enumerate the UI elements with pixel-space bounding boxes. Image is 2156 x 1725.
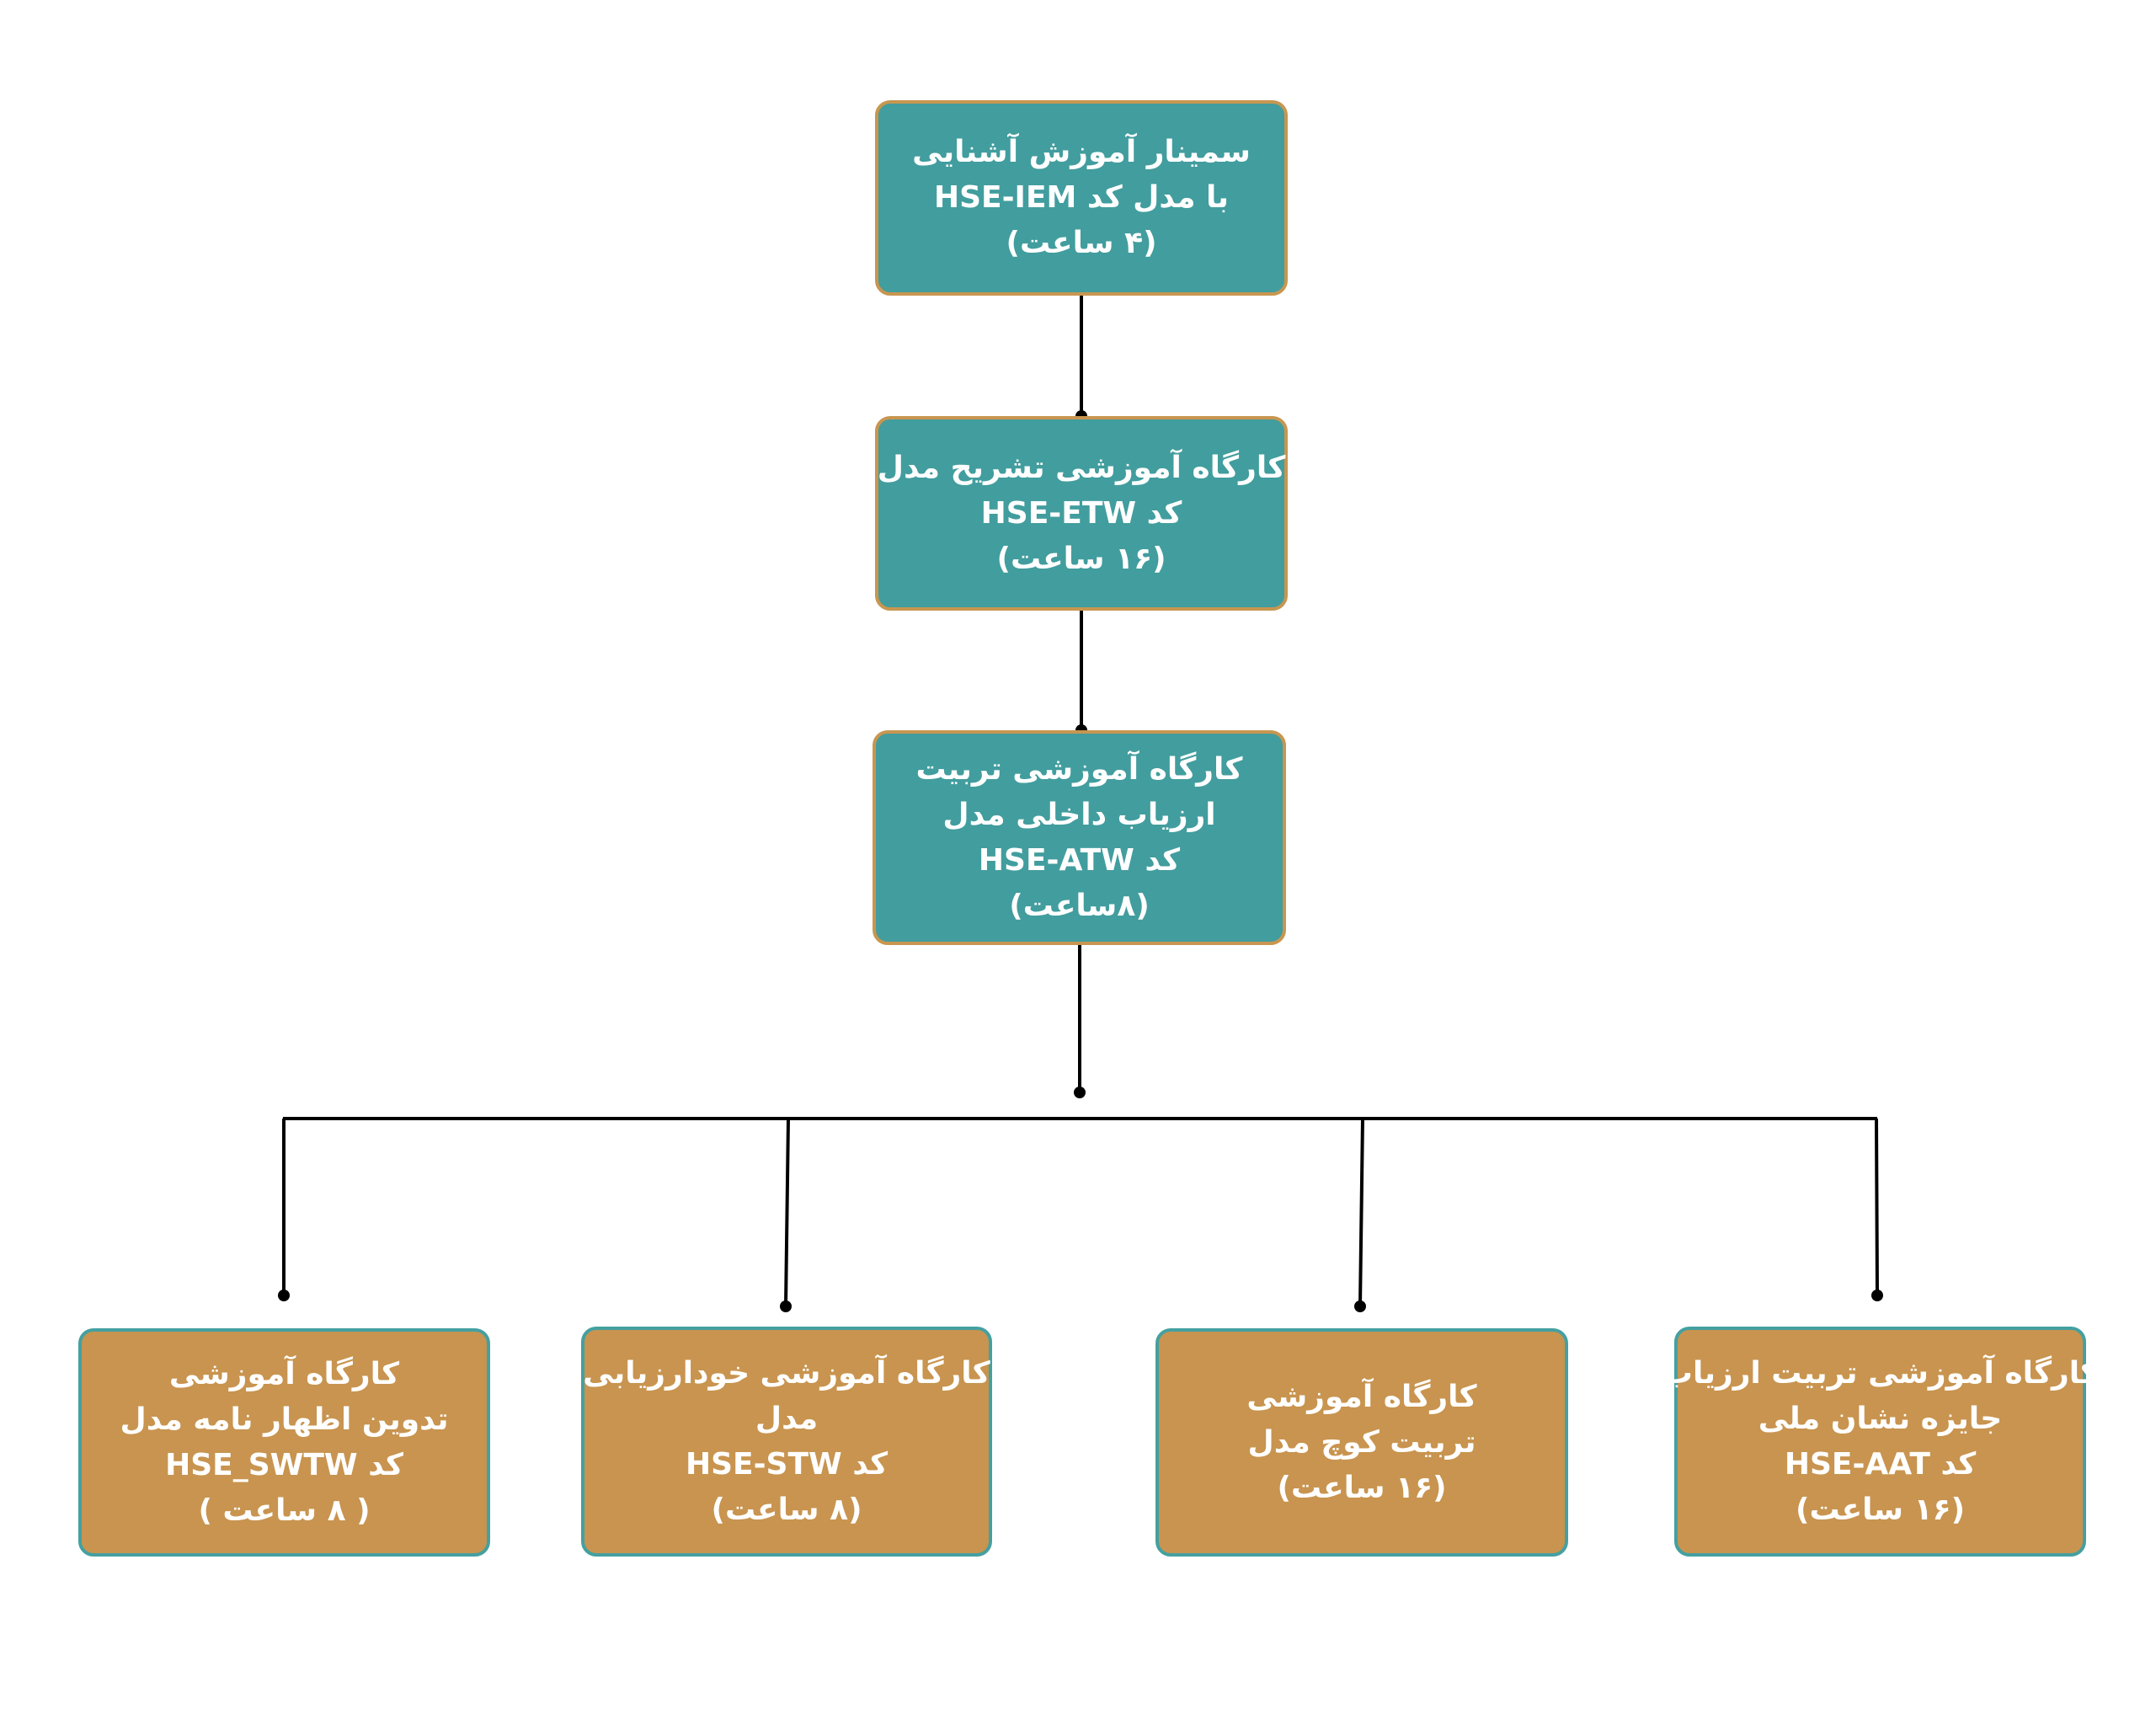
node-workshop-hse-atw: کارگاه آموزشی تربیت ارزیاب داخلی مدل کد … [873,730,1286,945]
node-text: کد HSE-STW [685,1446,889,1482]
node-text: کارگاه آموزشی [168,1356,400,1391]
node-text: تدوین اظهار نامه مدل [120,1402,449,1437]
node-text: کد HSE-AAT [1784,1446,1977,1482]
connector-dot [780,1300,792,1312]
node-text: کارگاه آموزشی تربیت ارزیاب [1662,1355,2099,1391]
node-text: سمینار آموزش آشنایی [912,135,1251,169]
node-text: کارگاه آموزشی تشریح مدل [877,450,1286,485]
node-text: کد HSE_SWTW [165,1447,403,1482]
connector-dot [1354,1300,1366,1312]
node-text: کارگاه آموزشی خودارزیابی [583,1355,990,1391]
connector-dot [278,1290,290,1301]
node-text: (۱۶ ساعت) [1277,1470,1447,1505]
node-text: (۸ ساعت) [711,1492,862,1527]
connector-bus-stw [784,1118,790,1307]
node-text: جایزه نشان ملی [1758,1401,2003,1436]
connector-bus-coach [1358,1118,1364,1307]
node-text: (۱۶ ساعت) [1796,1492,1966,1527]
connector-dot [1871,1290,1883,1301]
node-seminar-hse-iem: سمینار آموزش آشنایی با مدل کد HSE-IEM (۴… [875,100,1288,296]
node-text: (۴ ساعت) [1006,226,1157,260]
node-workshop-coach: کارگاه آموزشی تربیت کوچ مدل (۱۶ ساعت) [1155,1328,1568,1557]
node-workshop-hse-stw: کارگاه آموزشی خودارزیابی مدل کد HSE-STW … [581,1327,992,1557]
node-text: با مدل کد HSE-IEM [933,180,1230,215]
connector-bus-aat [1875,1118,1879,1296]
node-text: کد HSE-ATW [978,842,1181,878]
node-text: (۸ساعت) [1009,888,1150,923]
node-text: کد HSE-ETW [980,495,1182,531]
node-text: ( ۸ ساعت ) [198,1493,371,1528]
node-text: کارگاه آموزشی تربیت [915,751,1243,787]
node-text: ارزیاب داخلی مدل [942,797,1216,832]
node-text: (۱۶ ساعت) [996,541,1166,576]
node-text: کارگاه آموزشی [1246,1379,1477,1414]
node-workshop-hse-swtw: کارگاه آموزشی تدوین اظهار نامه مدل کد HS… [78,1328,490,1557]
node-workshop-hse-etw: کارگاه آموزشی تشریح مدل کد HSE-ETW (۱۶ س… [875,416,1288,611]
node-text: مدل [755,1401,819,1436]
node-workshop-hse-aat: کارگاه آموزشی تربیت ارزیاب جایزه نشان مل… [1662,1327,2098,1557]
node-text: تربیت کوچ مدل [1247,1424,1476,1460]
connector-dot [1074,1087,1086,1098]
